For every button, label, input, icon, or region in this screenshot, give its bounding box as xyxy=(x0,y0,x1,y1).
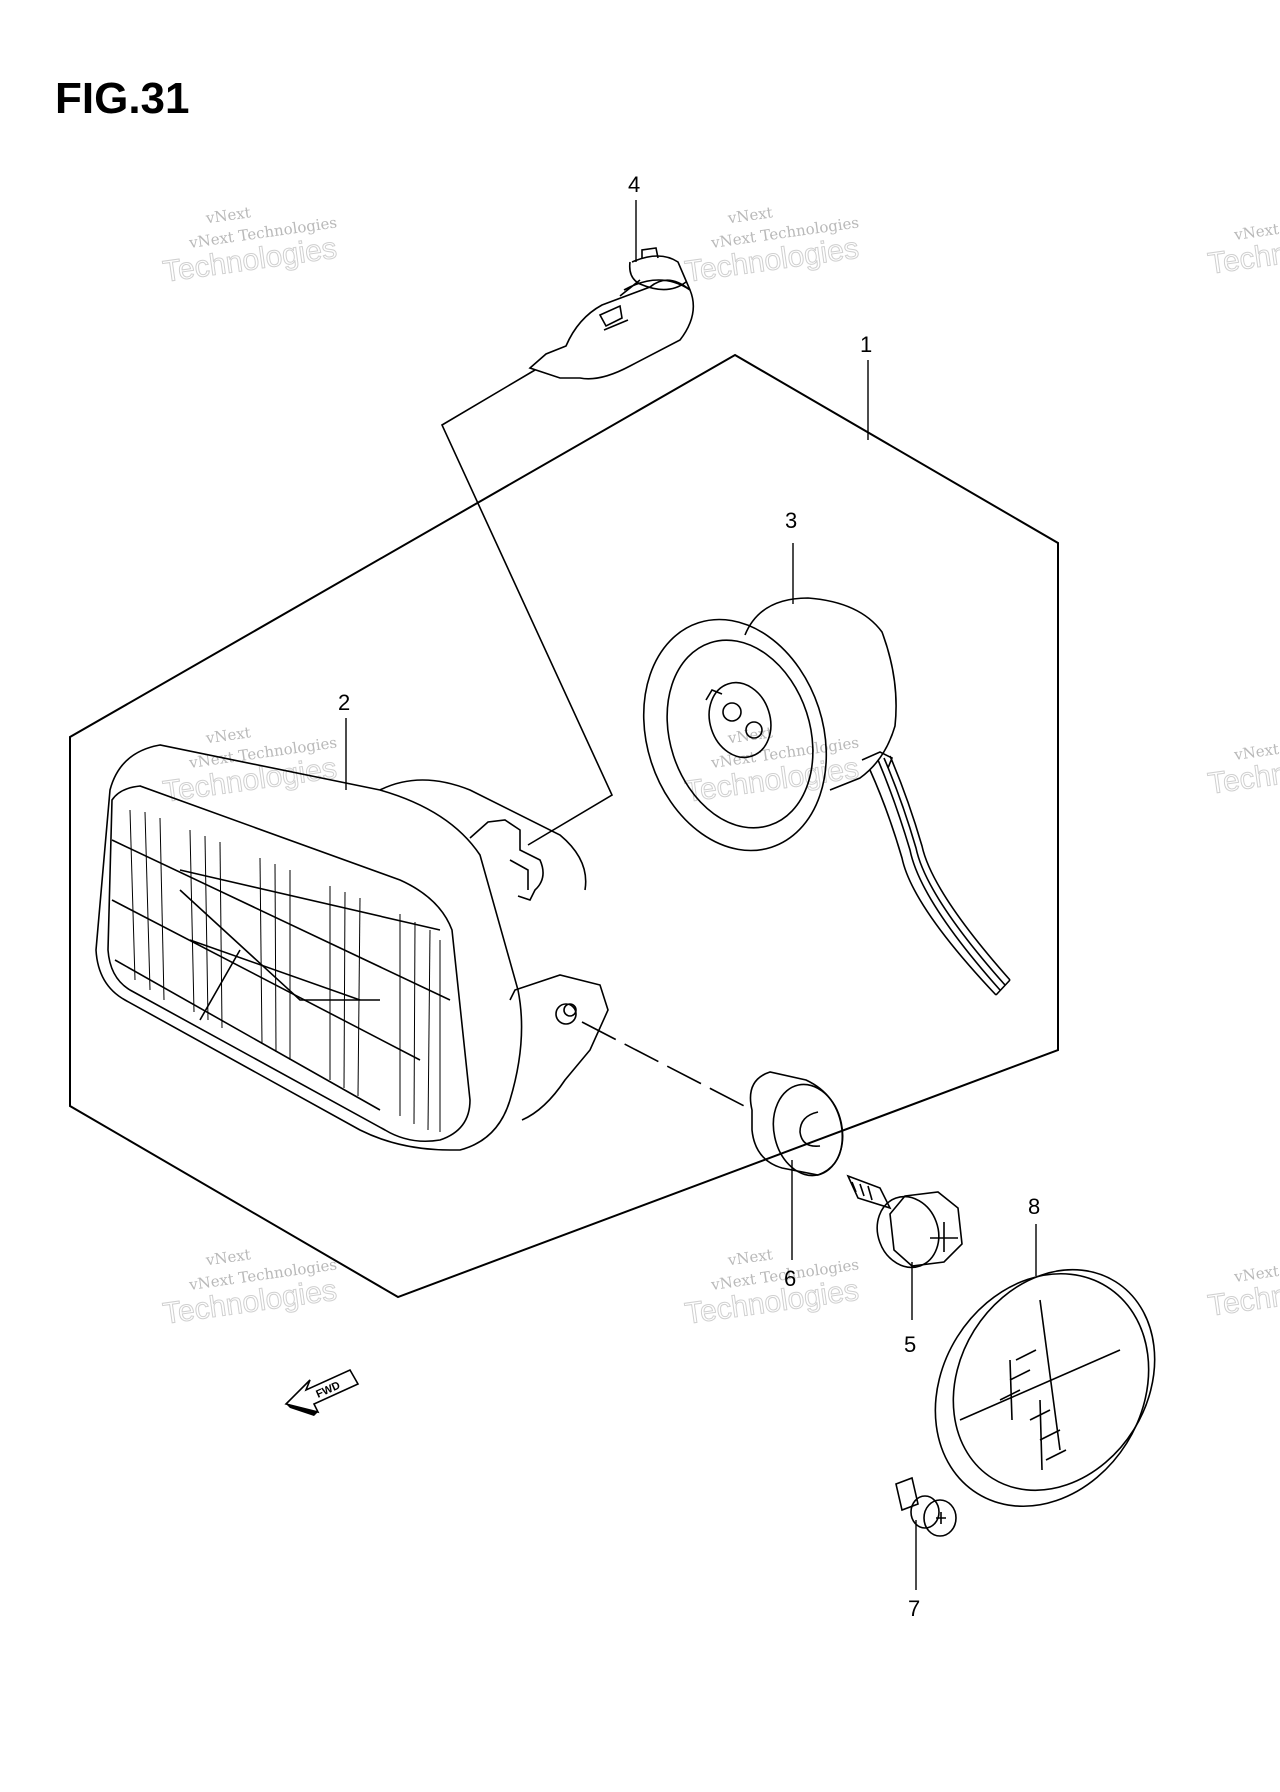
assembly-1-outline xyxy=(69,353,1059,1299)
callout-5: 5 xyxy=(904,1332,916,1357)
watermark-tile: vNext vNext Technologies Technologies xyxy=(682,203,861,289)
callout-7: 7 xyxy=(908,1596,920,1621)
callout-3: 3 xyxy=(785,508,797,533)
watermark-line: vNext xyxy=(726,203,774,227)
watermark-tile: vNext Technologies Technologies xyxy=(1205,205,1280,281)
watermark-tile: vNext vNext Technologies Technologies xyxy=(160,723,339,809)
part-8-cap xyxy=(934,1268,1156,1508)
figure-title: FIG.31 xyxy=(55,74,190,123)
part-4-bulb xyxy=(528,247,695,380)
callout-8: 8 xyxy=(1028,1194,1040,1219)
part-5-bolt xyxy=(846,1174,963,1269)
callout-2: 2 xyxy=(338,690,350,715)
watermark-tile: vNext Technologies Technologies xyxy=(1205,725,1280,801)
watermark-line: vNext xyxy=(726,1245,774,1269)
watermark-tile: vNext Technologies Technologies xyxy=(1205,1247,1280,1323)
watermark-tile: vNext vNext Technologies Technologies xyxy=(682,1245,861,1331)
watermark-layer: vNext vNext Technologies Technologies vN… xyxy=(160,203,1280,1331)
callout-labels: 4 1 3 2 6 5 8 7 xyxy=(338,172,1040,1621)
watermark-line: vNext xyxy=(204,203,252,227)
part-6-grommet xyxy=(749,1071,844,1177)
callout-6: 6 xyxy=(784,1266,796,1291)
watermark-tile: vNext vNext Technologies Technologies xyxy=(160,203,339,289)
fwd-direction-arrow: FWD xyxy=(284,1368,360,1416)
watermark-line: vNext xyxy=(204,1245,252,1269)
callout-1: 1 xyxy=(860,332,872,357)
part-3-socket xyxy=(642,597,1011,996)
part-7-screw xyxy=(895,1476,957,1537)
callout-leaders xyxy=(345,200,1037,1590)
part-2-headlamp xyxy=(95,744,609,1151)
bulb-leader-bracket xyxy=(440,369,614,846)
bulb-leader-bracket-gap xyxy=(527,598,548,634)
callout-4: 4 xyxy=(628,172,640,197)
grommet-leader-dashed xyxy=(581,1021,749,1109)
watermark-line: vNext xyxy=(204,723,252,747)
